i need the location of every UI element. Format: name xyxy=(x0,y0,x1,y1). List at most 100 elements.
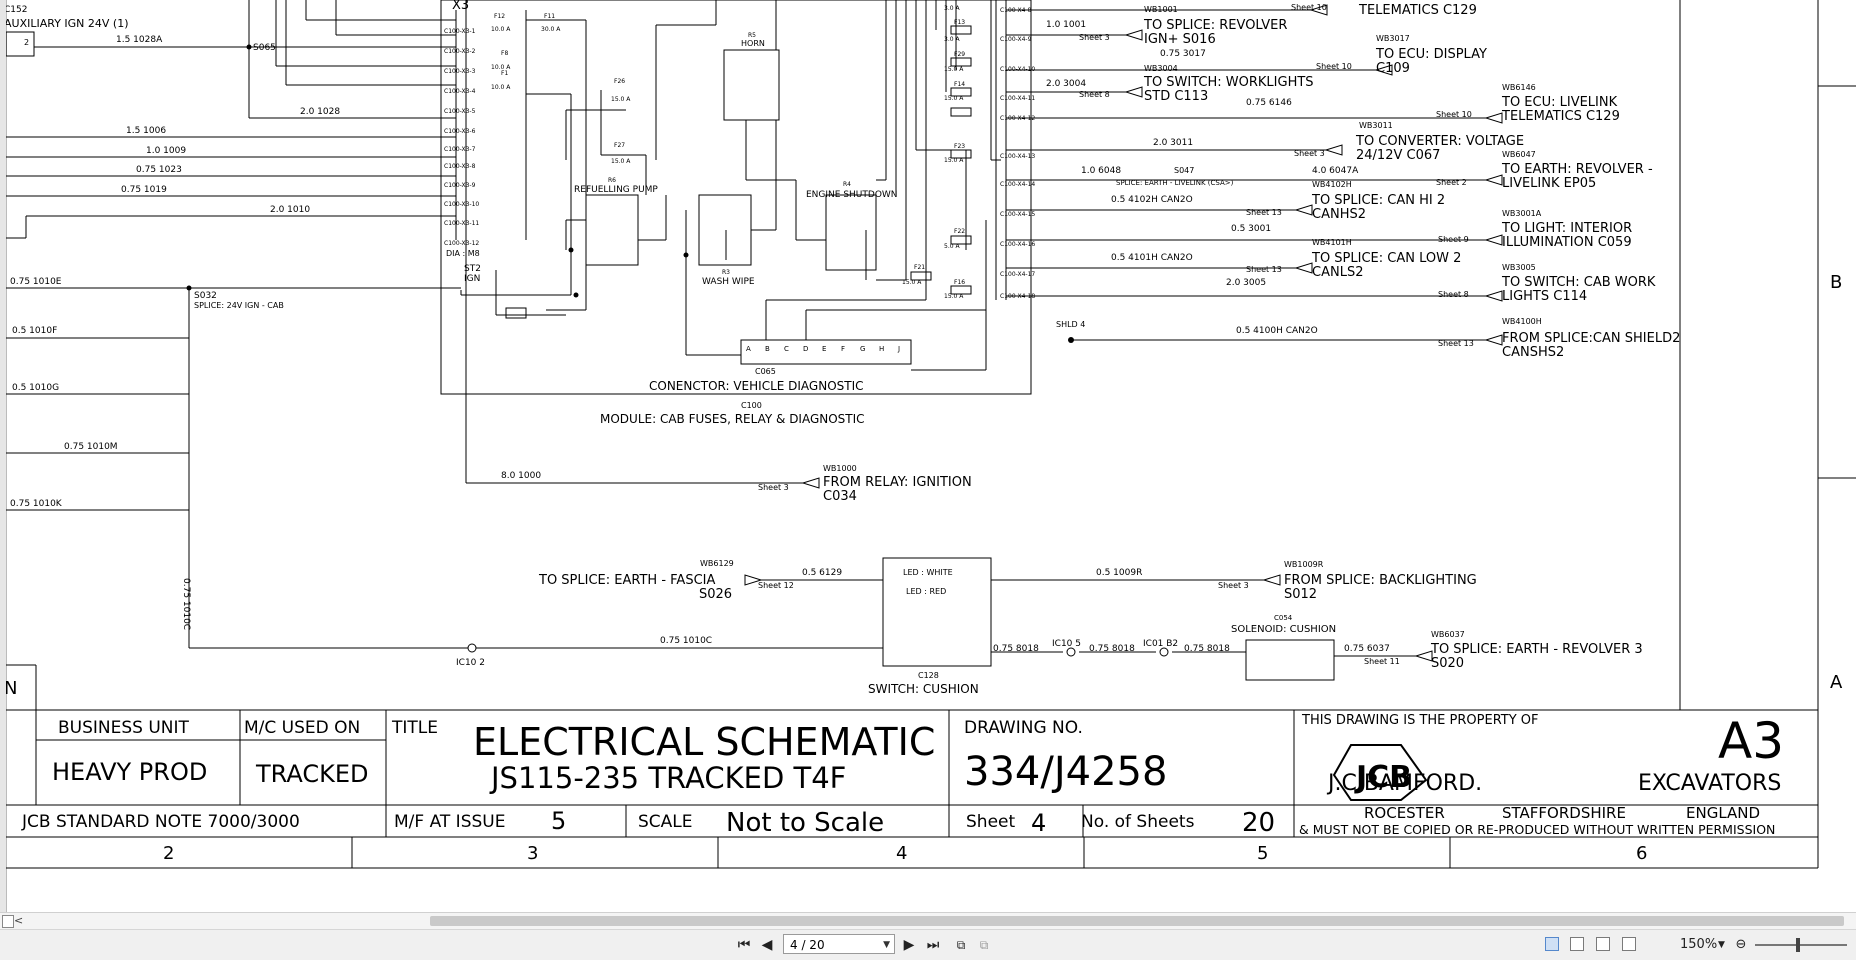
x3-pin: C100-X3-1 xyxy=(444,28,476,35)
x4-pin: C100-X4-9 xyxy=(1000,36,1032,43)
continuous-facing-view-icon[interactable] xyxy=(1622,937,1636,951)
wire-6146: 0.75 6146 xyxy=(1246,98,1292,108)
relay-horn-id: R5 xyxy=(748,32,756,39)
single-page-view-icon[interactable] xyxy=(1545,937,1559,951)
wire-4102h: 0.5 4102H CAN2O xyxy=(1111,195,1193,205)
dest-s016-line2: IGN+ S016 xyxy=(1144,32,1216,47)
wire-1028a: 1.5 1028A xyxy=(116,35,163,45)
panel-toggle-icon[interactable] xyxy=(2,915,14,928)
dest-canshs2-line2: CANSHS2 xyxy=(1502,345,1564,360)
scroll-left-icon[interactable]: < xyxy=(14,914,24,927)
diag-pin-labels: A B C D E F G H J xyxy=(746,345,900,353)
fuse-f8: F8 xyxy=(501,50,508,57)
label-aux-pin: 2 xyxy=(24,38,29,47)
scrollbar-thumb[interactable] xyxy=(430,916,1844,926)
continuous-view-icon[interactable] xyxy=(1570,937,1584,951)
x3-pin: C100-X3-8 xyxy=(444,163,476,170)
connector-ic10-5: IC10 5 xyxy=(1052,639,1081,649)
mc-used-on-label: M/C USED ON xyxy=(244,718,360,738)
fuse-f14-rating: 15.0 A xyxy=(944,95,964,102)
wire-1019: 0.75 1019 xyxy=(121,185,167,195)
sheet-ref: Sheet 3 xyxy=(758,483,789,492)
zoom-level[interactable]: 150% xyxy=(1680,937,1718,952)
fuse-f22-rating: 5.0 A xyxy=(944,243,960,250)
schematic-drawing: C152 AUXILIARY IGN 24V (1) 2 1.5 1028A S… xyxy=(4,0,1856,912)
diag-pin: H xyxy=(879,345,884,353)
wire-1010f: 0.5 1010F xyxy=(12,326,57,336)
wb-6037: WB6037 xyxy=(1431,630,1465,639)
x4-pin: C100-X4-11 xyxy=(1000,95,1035,102)
dest-c129-line1: TO ECU: LIVELINK xyxy=(1501,95,1618,110)
wire-3017: 0.75 3017 xyxy=(1160,49,1206,59)
led-red-label: LED : RED xyxy=(906,587,946,596)
wire-1009: 1.0 1009 xyxy=(146,146,186,156)
zone-row-a: A xyxy=(1830,672,1843,693)
previous-page-icon[interactable]: ◀ xyxy=(761,937,773,953)
dest-canls2-line2: CANLS2 xyxy=(1312,265,1363,280)
zoom-dropdown-icon[interactable]: ▼ xyxy=(1718,940,1725,950)
wire-1010c: 0.75 1010C xyxy=(660,636,712,646)
x4-pin: C100-X4-14 xyxy=(1000,181,1035,188)
mf-at-issue-label: M/F AT ISSUE xyxy=(394,812,505,832)
relay-refuel-id: R6 xyxy=(608,177,616,184)
fuse-f12: F12 xyxy=(494,13,505,20)
zoom-slider-handle[interactable] xyxy=(1796,938,1800,952)
dest-canhs2-line2: CANHS2 xyxy=(1312,207,1366,222)
x4-pin: C100-X4-17 xyxy=(1000,271,1035,278)
facing-view-icon[interactable] xyxy=(1596,937,1610,951)
drawing-no-value: 334/J4258 xyxy=(964,749,1167,795)
splice-s032-desc: SPLICE: 24V IGN - CAB xyxy=(194,301,284,310)
wire-1000: 8.0 1000 xyxy=(501,471,541,481)
location-england: ENGLAND xyxy=(1686,804,1760,822)
wire-1001: 1.0 1001 xyxy=(1046,20,1086,30)
horizontal-scrollbar[interactable]: < xyxy=(0,912,1856,929)
zoom-out-icon[interactable]: ⊖ xyxy=(1735,937,1747,952)
title-line2: JS115-235 TRACKED T4F xyxy=(489,761,846,795)
zoom-slider[interactable] xyxy=(1755,944,1847,946)
x3-pin: C100-X3-6 xyxy=(444,128,476,135)
zone-row-b: B xyxy=(1830,272,1842,293)
sheet-ref: Sheet 10 xyxy=(1316,62,1352,71)
go-forward-view-icon[interactable]: ⧉ xyxy=(979,938,989,952)
x3-pin: C100-X3-12 xyxy=(444,240,479,247)
relay-wash-wipe: WASH WIPE xyxy=(702,277,755,287)
go-back-view-icon[interactable]: ⧉ xyxy=(956,938,966,952)
dest-c114-line1: TO SWITCH: CAB WORK xyxy=(1501,275,1656,290)
relay-refuelling-pump: REFUELLING PUMP xyxy=(574,185,658,195)
wire-1010c-vertical: 0.75 1010C xyxy=(181,578,191,630)
splice-s065: S065 xyxy=(253,43,276,53)
dest-c067-line1: TO CONVERTER: VOLTAGE xyxy=(1355,134,1524,149)
wb-3005: WB3005 xyxy=(1502,263,1536,272)
wb-3011: WB3011 xyxy=(1359,121,1393,130)
left-panel-edge[interactable] xyxy=(0,0,7,912)
page-number-value: 4 / 20 xyxy=(790,938,825,952)
next-page-icon[interactable]: ▶ xyxy=(903,937,915,953)
zone-column: 5 xyxy=(1257,843,1268,864)
dest-ep05-line2: LIVELINK EP05 xyxy=(1502,176,1596,191)
standard-note: JCB STANDARD NOTE 7000/3000 xyxy=(21,812,300,832)
x4-pin: C100-X4-10 xyxy=(1000,66,1035,73)
page-number-input[interactable]: 4 / 20 ▼ xyxy=(783,934,895,954)
fuse-labels: F12 10.0 A F11 30.0 A F8 10.0 A F1 10.0 … xyxy=(491,5,965,300)
diag-pin: J xyxy=(897,345,900,353)
sheet-ref: Sheet 9 xyxy=(1438,235,1469,244)
wire-6048: 1.0 6048 xyxy=(1081,166,1121,176)
fuse-f21-rating: 15.0 A xyxy=(902,279,922,286)
diag-pin: E xyxy=(822,345,826,353)
first-page-icon[interactable]: ⏮ xyxy=(737,937,751,953)
wb-1000: WB1000 xyxy=(823,464,857,473)
wb-4102h: WB4102H xyxy=(1312,180,1352,189)
x4-pin: C100-X4-15 xyxy=(1000,211,1035,218)
fuse-f26-rating: 15.0 A xyxy=(611,96,631,103)
sheet-size: A3 xyxy=(1718,712,1784,770)
wire-1010g: 0.5 1010G xyxy=(12,383,59,393)
mc-used-on-value: TRACKED xyxy=(255,760,369,788)
chevron-down-icon[interactable]: ▼ xyxy=(883,940,890,950)
solenoid-cushion-label: SOLENOID: CUSHION xyxy=(1231,624,1336,635)
dest-canhs2-line1: TO SPLICE: CAN HI 2 xyxy=(1311,193,1445,208)
no-of-sheets-label: No. of Sheets xyxy=(1081,812,1195,832)
last-page-icon[interactable]: ⏭ xyxy=(926,937,940,953)
x4-pin-labels: C100-X4-8 C100-X4-9 C100-X4-10 C100-X4-1… xyxy=(1000,7,1035,300)
fuse-f3-rating: 3.0 A xyxy=(944,5,960,12)
fuse-f16: F16 xyxy=(954,279,965,286)
